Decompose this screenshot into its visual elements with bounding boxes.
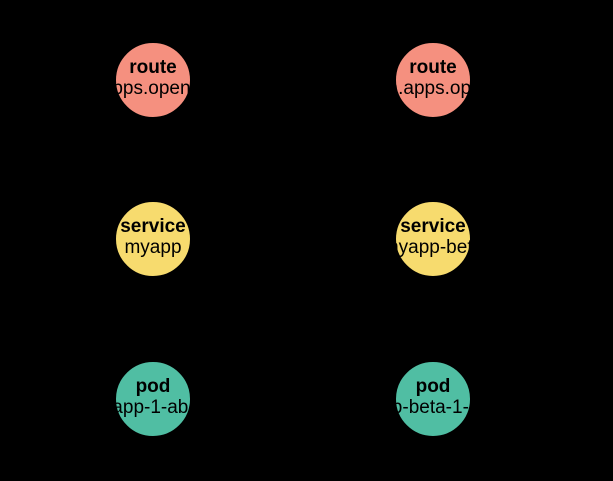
node-label: route myapp.apps.openshift.com xyxy=(39,57,266,99)
node-name-label: myapp-beta xyxy=(382,237,484,258)
node-type-label: route xyxy=(129,57,177,78)
pod-node-myapp-beta: pod myapp-beta-1-abcde xyxy=(345,360,521,438)
route-node-myapp: route myapp.apps.openshift.com xyxy=(39,41,267,119)
node-type-label: pod xyxy=(135,376,171,397)
node-label: pod myapp-beta-1-abcde xyxy=(345,376,520,418)
node-label: service myapp xyxy=(120,216,186,258)
node-label: route myapp-beta.apps.openshift.com xyxy=(298,57,568,99)
node-name-label: myapp-beta.apps.openshift.com xyxy=(297,78,569,99)
service-node-myapp-beta: service myapp-beta xyxy=(383,200,483,278)
node-label: pod myapp-1-abcde xyxy=(87,376,219,418)
node-name-label: myapp-1-abcde xyxy=(86,397,220,418)
node-type-label: route xyxy=(409,57,457,78)
node-name-label: myapp-beta-1-abcde xyxy=(345,397,521,418)
route-node-myapp-beta: route myapp-beta.apps.openshift.com xyxy=(298,41,568,119)
node-type-label: service xyxy=(120,216,186,237)
node-type-label: service xyxy=(400,216,466,237)
node-name-label: myapp.apps.openshift.com xyxy=(39,78,267,99)
node-type-label: pod xyxy=(415,376,451,397)
pod-node-myapp: pod myapp-1-abcde xyxy=(87,360,219,438)
node-name-label: myapp xyxy=(124,237,182,258)
service-node-myapp: service myapp xyxy=(114,200,192,278)
node-label: service myapp-beta xyxy=(383,216,483,258)
